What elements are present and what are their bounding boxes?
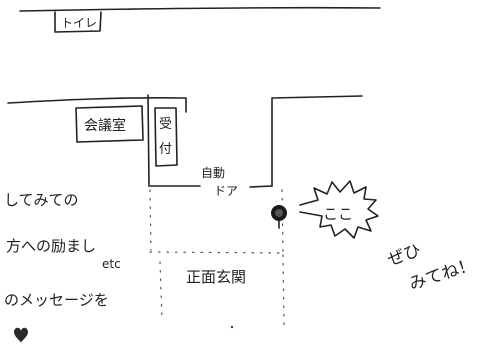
- top-wall: [19, 6, 381, 12]
- note-line-2: 方への励まし: [6, 237, 96, 255]
- auto-door-label-line2: ドア: [214, 184, 238, 198]
- spiky-speech-bubble: [299, 180, 379, 239]
- reception-label-char2: 付: [159, 142, 172, 157]
- entrance-dotted-right-down: [282, 254, 285, 326]
- speech-bubble-face: ここ: [323, 205, 353, 223]
- entrance-dotted-left: [149, 189, 152, 251]
- corridor-wall-left: [7, 97, 187, 113]
- meeting-room-label: 会議室: [84, 117, 126, 134]
- location-marker-inner: [275, 209, 283, 217]
- note-line-1: してみての: [4, 191, 79, 209]
- entrance-dotted-right: [281, 189, 284, 253]
- meeting-room-box: [75, 105, 144, 143]
- wall-right: [271, 95, 363, 187]
- entrance-dotted-bottom: [149, 251, 283, 254]
- toilet-box: [54, 11, 102, 33]
- toilet-label: トイレ: [61, 16, 97, 30]
- note-line-3: etc: [102, 257, 121, 271]
- main-entrance-label: 正面玄関: [186, 268, 246, 286]
- door-right-jamb: [249, 185, 273, 188]
- note-line-4: のメッセージを: [4, 291, 109, 309]
- reception-box: [154, 107, 178, 167]
- call-out-line-1: ぜひ: [385, 240, 424, 270]
- heart-icon: [14, 327, 28, 343]
- reception-label-char1: 受: [159, 117, 172, 132]
- entrance-dotted-left-down: [159, 261, 163, 321]
- stray-dot: [230, 325, 234, 329]
- wall-left-vertical: [147, 94, 201, 187]
- auto-door-label-line1: 自動: [201, 166, 225, 180]
